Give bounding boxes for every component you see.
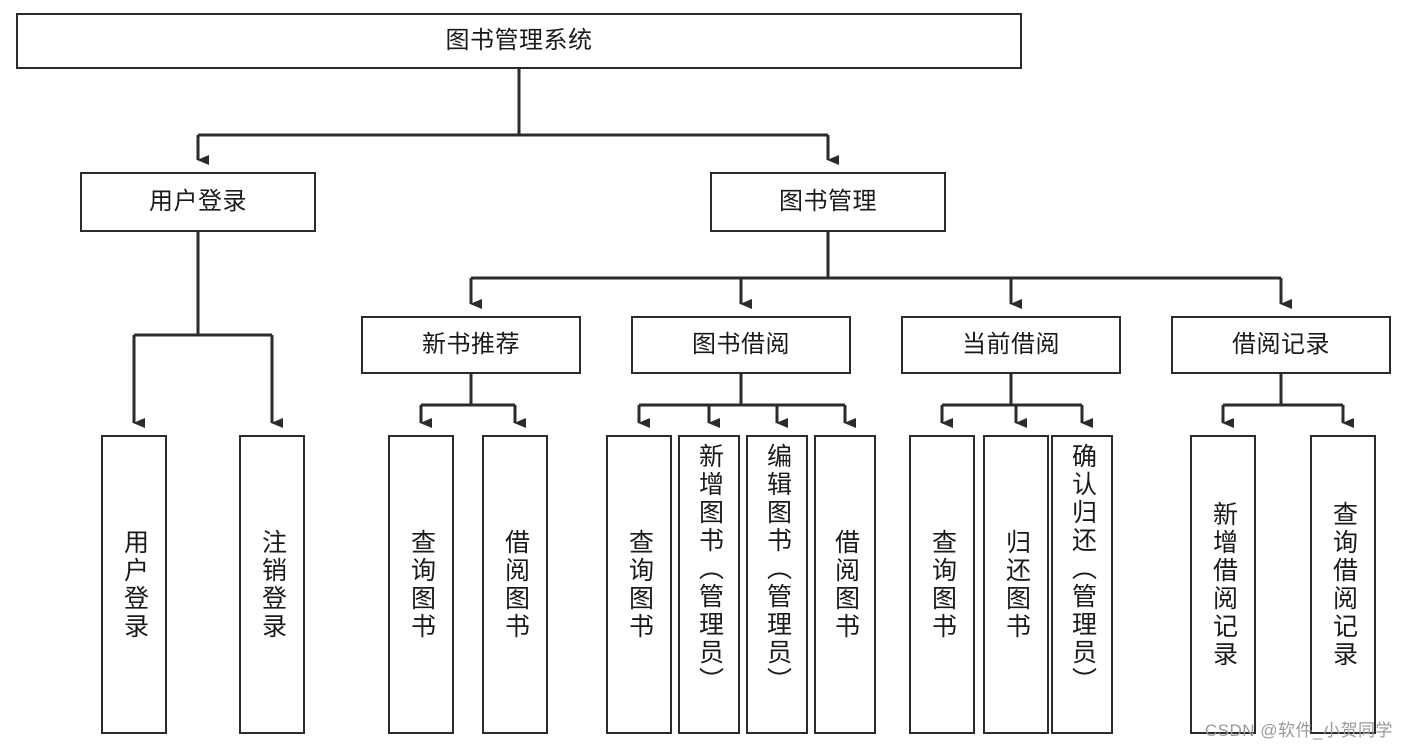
node-leaf-query-book-2[interactable]: 查询图书 xyxy=(606,435,672,734)
node-leaf-query-book-3[interactable]: 查询图书 xyxy=(909,435,975,734)
node-root-system[interactable]: 图书管理系统 xyxy=(16,13,1022,69)
node-label: 用户登录 xyxy=(149,187,247,215)
node-label: 当前借阅 xyxy=(962,330,1060,358)
node-leaf-edit-book-admin[interactable]: 编辑图书（管理员） xyxy=(746,435,808,734)
node-label: 新增图书（管理员） xyxy=(695,443,724,695)
node-user-login[interactable]: 用户登录 xyxy=(80,172,316,232)
node-label: 编辑图书（管理员） xyxy=(763,443,792,695)
node-label: 新增借阅记录 xyxy=(1209,500,1238,669)
node-book-manage[interactable]: 图书管理 xyxy=(710,172,946,232)
leaf-text-wrap: 归还图书 xyxy=(985,437,1047,732)
node-leaf-add-book-admin[interactable]: 新增图书（管理员） xyxy=(678,435,740,734)
leaf-text-wrap: 确认归还（管理员） xyxy=(1053,437,1111,732)
leaf-text-wrap: 新增借阅记录 xyxy=(1192,437,1254,732)
leaf-text-wrap: 查询图书 xyxy=(390,437,452,732)
node-leaf-borrow-book-2[interactable]: 借阅图书 xyxy=(814,435,876,734)
node-leaf-confirm-return-admin[interactable]: 确认归还（管理员） xyxy=(1051,435,1113,734)
leaf-text-wrap: 查询图书 xyxy=(608,437,670,732)
node-label: 归还图书 xyxy=(1002,528,1031,641)
node-label: 用户登录 xyxy=(120,528,149,641)
node-label: 查询图书 xyxy=(928,528,957,641)
node-borrow-record[interactable]: 借阅记录 xyxy=(1171,316,1391,374)
leaf-text-wrap: 注销登录 xyxy=(241,437,303,732)
node-leaf-borrow-book-1[interactable]: 借阅图书 xyxy=(482,435,548,734)
watermark-text: CSDN @软件_小贺同学 xyxy=(1204,721,1393,740)
node-book-borrow[interactable]: 图书借阅 xyxy=(631,316,851,374)
node-label: 图书管理系统 xyxy=(445,26,593,54)
leaf-text-wrap: 编辑图书（管理员） xyxy=(748,437,806,732)
node-label: 新书推荐 xyxy=(422,330,520,358)
node-label: 借阅图书 xyxy=(831,528,860,641)
node-leaf-user-login[interactable]: 用户登录 xyxy=(101,435,167,734)
node-leaf-logout-login[interactable]: 注销登录 xyxy=(239,435,305,734)
node-label: 确认归还（管理员） xyxy=(1068,443,1097,695)
node-label: 图书管理 xyxy=(779,187,877,215)
node-new-book-rec[interactable]: 新书推荐 xyxy=(361,316,581,374)
node-leaf-query-borrow-record[interactable]: 查询借阅记录 xyxy=(1310,435,1376,734)
leaf-text-wrap: 新增图书（管理员） xyxy=(680,437,738,732)
leaf-text-wrap: 借阅图书 xyxy=(816,437,874,732)
node-label: 查询图书 xyxy=(625,528,654,641)
leaf-text-wrap: 用户登录 xyxy=(103,437,165,732)
node-leaf-query-book-1[interactable]: 查询图书 xyxy=(388,435,454,734)
leaf-text-wrap: 查询借阅记录 xyxy=(1312,437,1374,732)
node-label: 借阅图书 xyxy=(501,528,530,641)
node-leaf-add-borrow-record[interactable]: 新增借阅记录 xyxy=(1190,435,1256,734)
node-label: 查询借阅记录 xyxy=(1329,500,1358,669)
node-label: 图书借阅 xyxy=(692,330,790,358)
node-label: 注销登录 xyxy=(258,528,287,641)
leaf-text-wrap: 借阅图书 xyxy=(484,437,546,732)
node-leaf-return-book[interactable]: 归还图书 xyxy=(983,435,1049,734)
node-label: 借阅记录 xyxy=(1232,330,1330,358)
leaf-text-wrap: 查询图书 xyxy=(911,437,973,732)
node-current-borrow[interactable]: 当前借阅 xyxy=(901,316,1121,374)
node-label: 查询图书 xyxy=(407,528,436,641)
